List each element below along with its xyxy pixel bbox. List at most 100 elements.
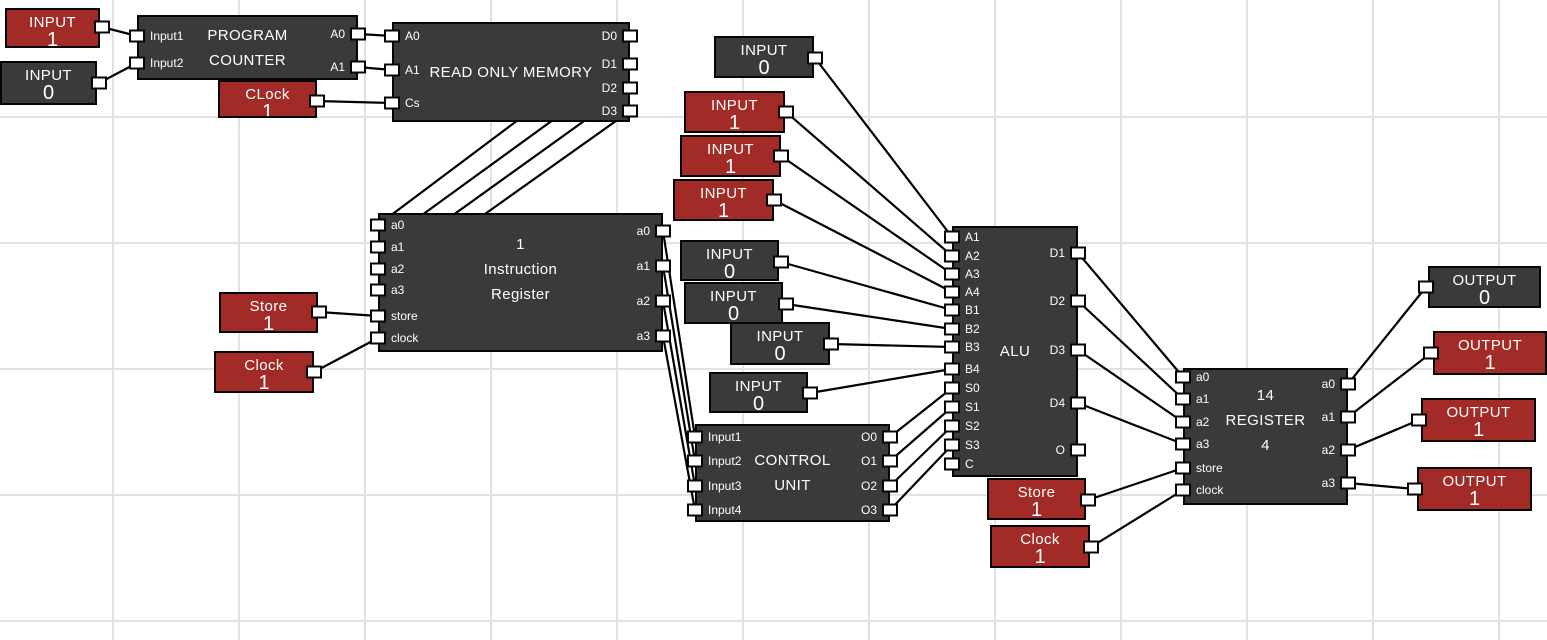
control-unit-chip-port-Input3[interactable] (687, 479, 703, 493)
output-1-c-port[interactable] (1407, 482, 1423, 496)
wire[interactable] (809, 367, 953, 395)
alu-chip-port-S0[interactable] (944, 381, 960, 395)
program-counter-chip-port-A1[interactable] (350, 60, 366, 74)
input-0-f-port[interactable] (802, 386, 818, 400)
wire[interactable] (889, 406, 953, 462)
wire[interactable] (1090, 489, 1184, 548)
instruction-register-chip-port-a1[interactable] (370, 240, 386, 254)
instruction-register-chip-port-a1[interactable] (655, 259, 671, 273)
instruction-register-chip-port-a0[interactable] (655, 224, 671, 238)
wire[interactable] (1347, 286, 1427, 385)
alu-chip-port-D4[interactable] (1070, 396, 1086, 410)
input-1-d-port[interactable] (766, 193, 782, 207)
instruction-register-chip-port-a3[interactable] (370, 283, 386, 297)
alu-chip-port-D3[interactable] (1070, 343, 1086, 357)
control-unit-chip-port-Input2[interactable] (687, 454, 703, 468)
wire[interactable] (785, 111, 953, 257)
read-only-memory-chip-port-A0[interactable] (384, 29, 400, 43)
input-0-c-port[interactable] (773, 255, 789, 269)
input-0-b-port[interactable] (807, 51, 823, 65)
register-chip-port-a3[interactable] (1175, 437, 1191, 451)
wire[interactable] (814, 57, 953, 238)
register-chip-port-a1[interactable] (1340, 410, 1356, 424)
alu-chip-port-B1[interactable] (944, 303, 960, 317)
wire[interactable] (1347, 418, 1420, 452)
alu-chip-port-S2[interactable] (944, 419, 960, 433)
control-unit-chip-port-Input4[interactable] (687, 503, 703, 517)
alu-chip-port-B4[interactable] (944, 362, 960, 376)
instruction-register-chip-port-store[interactable] (370, 309, 386, 323)
read-only-memory-chip-port-D2[interactable] (622, 81, 638, 95)
alu-chip-port-D1[interactable] (1070, 246, 1086, 260)
input-1-a-port[interactable] (94, 20, 110, 34)
alu-chip-port-O[interactable] (1070, 443, 1086, 457)
wire[interactable] (889, 387, 953, 438)
ir-clock-input-port[interactable] (306, 365, 322, 379)
wire[interactable] (830, 342, 953, 349)
wire[interactable] (785, 302, 953, 331)
output-1-b-port[interactable] (1411, 413, 1427, 427)
wire[interactable] (889, 444, 953, 511)
read-only-memory-chip-port-D1[interactable] (622, 57, 638, 71)
program-counter-chip-port-A0[interactable] (350, 27, 366, 41)
read-only-memory-chip-port-D0[interactable] (622, 29, 638, 43)
program-counter-chip-port-Input1[interactable] (129, 29, 145, 43)
alu-chip-port-S3[interactable] (944, 438, 960, 452)
register-chip-port-a3[interactable] (1340, 476, 1356, 490)
control-unit-chip-port-Input1[interactable] (687, 430, 703, 444)
wire[interactable] (1087, 466, 1184, 502)
read-only-memory-chip-port-D3[interactable] (622, 104, 638, 118)
read-only-memory-chip-port-A1[interactable] (384, 63, 400, 77)
output-0-a-port[interactable] (1418, 280, 1434, 294)
wire[interactable] (1077, 300, 1184, 400)
wire[interactable] (780, 260, 953, 312)
output-1-a-port[interactable] (1423, 346, 1439, 360)
alu-chip-port-B2[interactable] (944, 322, 960, 336)
control-unit-chip-port-O2[interactable] (882, 479, 898, 493)
register-chip-port-a2[interactable] (1175, 415, 1191, 429)
instruction-register-chip-port-clock[interactable] (370, 331, 386, 345)
wire[interactable] (780, 155, 953, 275)
wire[interactable] (1077, 349, 1184, 423)
input-0-a-port[interactable] (91, 76, 107, 90)
alu-chip-port-D2[interactable] (1070, 294, 1086, 308)
input-1-c-port[interactable] (773, 149, 789, 163)
read-only-memory-chip[interactable]: READ ONLY MEMORY (392, 22, 630, 122)
wire[interactable] (1077, 401, 1184, 446)
register-chip-port-clock[interactable] (1175, 483, 1191, 497)
reg-clock-input-port[interactable] (1083, 540, 1099, 554)
register-chip-port-a0[interactable] (1340, 377, 1356, 391)
alu-chip-port-A1[interactable] (944, 230, 960, 244)
wire[interactable] (773, 199, 953, 293)
wire[interactable] (1347, 352, 1432, 418)
register-chip-port-a0[interactable] (1175, 370, 1191, 384)
pc-clock-input-port[interactable] (309, 94, 325, 108)
alu-chip-port-A2[interactable] (944, 249, 960, 263)
register-chip-port-store[interactable] (1175, 461, 1191, 475)
register-chip-port-a1[interactable] (1175, 392, 1191, 406)
input-1-b-port[interactable] (778, 105, 794, 119)
control-unit-chip-port-O3[interactable] (882, 503, 898, 517)
ir-store-input-port[interactable] (311, 305, 327, 319)
